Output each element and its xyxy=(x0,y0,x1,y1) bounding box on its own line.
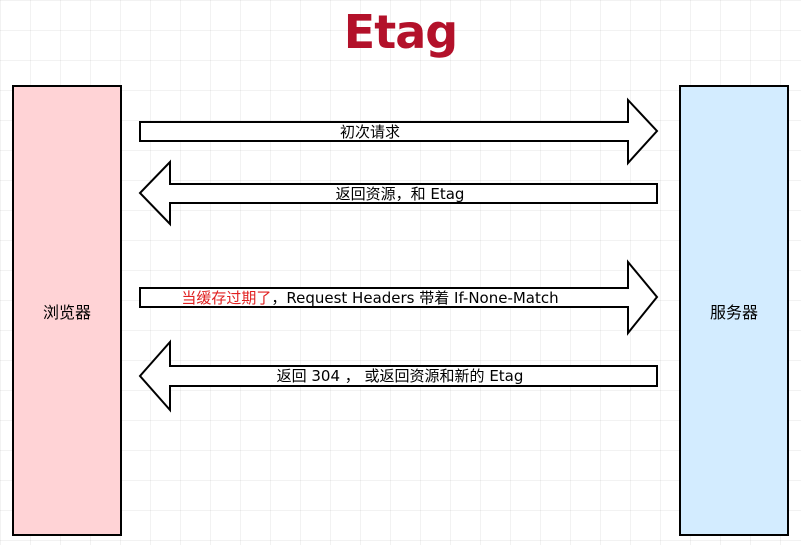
diagram-title: Etag xyxy=(343,5,458,59)
browser-label: 浏览器 xyxy=(42,302,91,322)
arrow-label-return-304: 返回 304 ， 或返回资源和新的 Etag xyxy=(276,367,524,385)
server-label: 服务器 xyxy=(709,302,758,322)
arrow-cache-expired-request xyxy=(139,259,659,336)
arrow-label-cache-expired-request: 当缓存过期了，Request Headers 带着 If-None-Match xyxy=(140,288,600,308)
arrow-return-304 xyxy=(138,339,658,413)
arrow-label-return-resource: 返回资源，和 Etag xyxy=(335,185,465,203)
browser-box: 浏览器 xyxy=(12,85,122,536)
arrow-label-initial-request: 初次请求 xyxy=(339,123,400,141)
request-headers-text: ，Request Headers 带着 If-None-Match xyxy=(271,289,559,307)
arrow-return-resource xyxy=(138,159,658,227)
arrow-initial-request xyxy=(139,97,659,166)
highlight-cache-expired: 当缓存过期了 xyxy=(181,289,272,307)
server-box: 服务器 xyxy=(679,85,789,536)
